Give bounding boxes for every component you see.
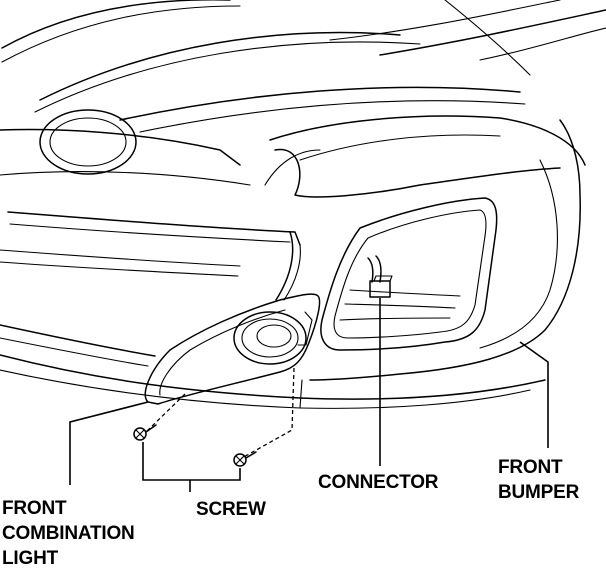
leader-front-bumper bbox=[519, 341, 549, 448]
headlight bbox=[264, 115, 586, 198]
label-front-combination-light: FRONT COMBINATION LIGHT bbox=[2, 496, 135, 571]
label-line: FRONT bbox=[2, 498, 67, 519]
front-combination-light bbox=[144, 293, 321, 405]
label-line: LIGHT bbox=[2, 548, 58, 569]
label-connector: CONNECTOR bbox=[318, 472, 439, 493]
label-line: BUMPER bbox=[498, 482, 580, 503]
connector bbox=[367, 255, 393, 298]
leader-front-combination-light bbox=[69, 401, 149, 485]
screws bbox=[133, 367, 295, 467]
leader-screw bbox=[142, 442, 241, 481]
hood-lines bbox=[1, 0, 606, 133]
label-line: COMBINATION bbox=[2, 523, 135, 544]
emblem bbox=[39, 109, 137, 175]
label-screw: SCREW bbox=[196, 499, 266, 520]
grille bbox=[0, 128, 301, 367]
label-front-bumper: FRONT BUMPER bbox=[498, 455, 579, 505]
front-bumper-body bbox=[0, 119, 581, 409]
label-line: FRONT bbox=[498, 457, 563, 478]
leader-lines bbox=[69, 298, 549, 492]
fog-light-recess bbox=[320, 197, 498, 351]
